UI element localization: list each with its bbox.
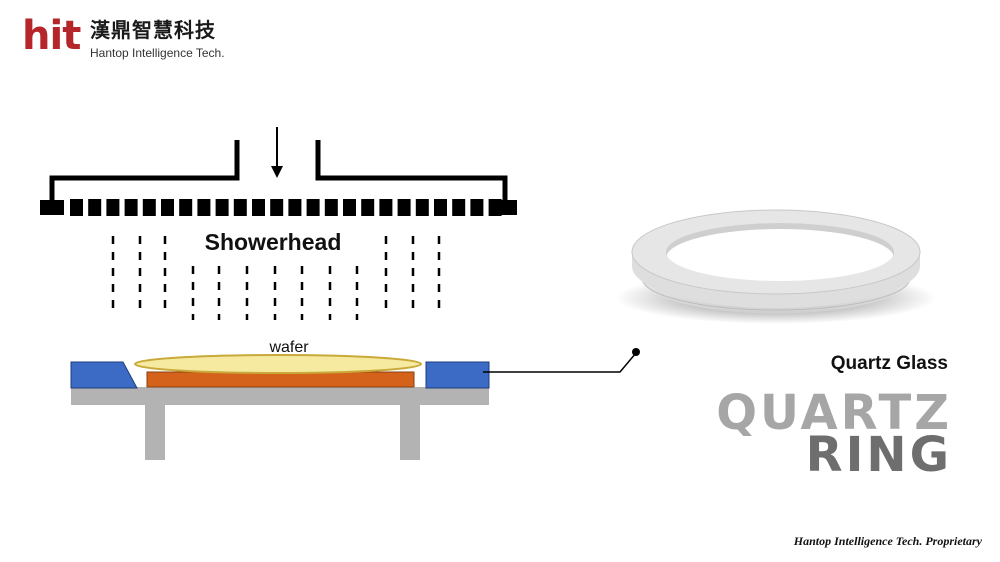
showerhead-hole xyxy=(488,199,502,216)
showerhead-hole xyxy=(397,199,411,216)
material-label: Quartz Glass xyxy=(830,353,948,374)
quartz-ring-cross-section xyxy=(70,361,490,389)
showerhead-plate xyxy=(70,199,502,216)
showerhead-hole xyxy=(452,199,466,216)
logo-english-name: Hantop Intelligence Tech. xyxy=(90,46,225,60)
showerhead-hole xyxy=(434,199,447,216)
showerhead-hole xyxy=(324,199,338,216)
product-title-line2: RING xyxy=(805,427,952,483)
showerhead-hole xyxy=(415,199,429,216)
showerhead-hole xyxy=(306,199,320,216)
showerhead-hole xyxy=(70,199,83,216)
showerhead-hole xyxy=(215,199,229,216)
showerhead-label-backdrop xyxy=(180,226,366,256)
showerhead-hole xyxy=(252,199,265,216)
showerhead-hole xyxy=(106,199,120,216)
showerhead-hole xyxy=(161,199,174,216)
susceptor-base xyxy=(71,387,489,460)
logo-mark: hit xyxy=(22,13,81,59)
showerhead-hole xyxy=(197,199,211,216)
showerhead-hole xyxy=(124,199,138,216)
wafer-label: wafer xyxy=(268,339,309,356)
logo-chinese-name: 漢鼎智慧科技 xyxy=(90,18,216,42)
gas-inlet-arrow xyxy=(271,127,283,178)
company-logo: hit 漢鼎智慧科技 Hantop Intelligence Tech. xyxy=(22,12,232,68)
showerhead-hole xyxy=(88,199,102,216)
gas-flow-lines xyxy=(111,236,441,320)
showerhead-hole xyxy=(233,199,247,216)
callout-line xyxy=(483,348,640,373)
wafer xyxy=(134,354,422,374)
showerhead-hole xyxy=(470,199,484,216)
showerhead-hole xyxy=(288,199,302,216)
showerhead-hole xyxy=(343,199,356,216)
showerhead-hole xyxy=(179,199,193,216)
showerhead-hole xyxy=(142,199,156,216)
footer-proprietary: Hantop Intelligence Tech. Proprietary xyxy=(793,534,982,548)
showerhead-hole xyxy=(270,199,284,216)
product-title-line1: QUARTZ xyxy=(716,385,952,441)
wafer-chuck xyxy=(146,371,415,388)
showerhead-label: Showerhead xyxy=(205,229,342,255)
showerhead-hole xyxy=(361,199,375,216)
showerhead-housing xyxy=(49,140,508,206)
showerhead-hole xyxy=(379,199,393,216)
quartz-ring-image xyxy=(616,209,936,324)
